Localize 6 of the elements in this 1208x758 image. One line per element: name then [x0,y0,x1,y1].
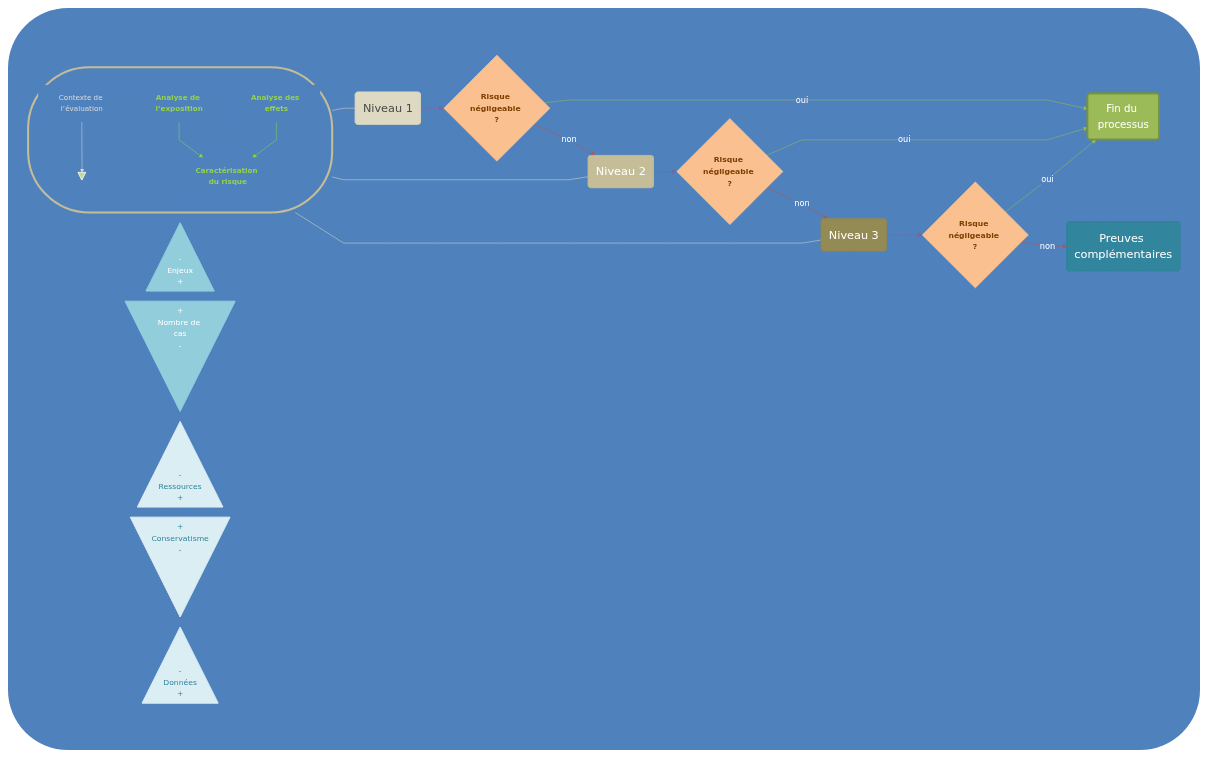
edge-label: non [561,134,577,145]
edge-label: non [1039,240,1056,251]
edge-label: oui [795,94,809,105]
edge-label: non [794,197,810,208]
edge-label: oui [897,134,911,145]
edge-label: oui [1041,174,1054,185]
